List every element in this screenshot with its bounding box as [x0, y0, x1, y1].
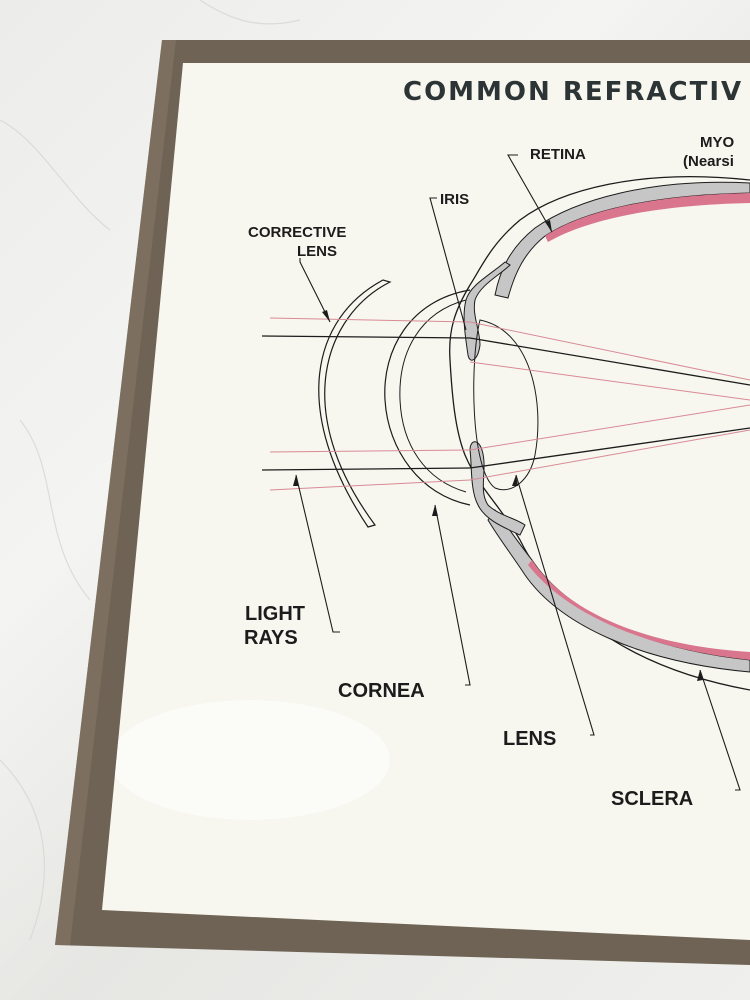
- iris-label: IRIS: [440, 191, 469, 208]
- iris-top: [463, 261, 511, 361]
- corrective-lens: [318, 279, 392, 528]
- lens-label: LENS: [503, 728, 556, 750]
- marble-background: [0, 0, 301, 941]
- chart-title: COMMON REFRACTIV: [403, 77, 743, 107]
- arrowheads: [293, 220, 703, 681]
- retina-label: RETINA: [530, 146, 586, 163]
- light-rays-label: LIGHT: [245, 603, 305, 625]
- corrective-lens-sublabel: LENS: [297, 243, 337, 260]
- frame-highlight: [55, 40, 176, 945]
- light-rays-sublabel: RAYS: [244, 627, 298, 649]
- sclera-label: SCLERA: [611, 788, 693, 810]
- myopia-sublabel: (Nearsi: [683, 153, 734, 170]
- cornea-inner: [399, 299, 467, 493]
- myopia-label: MYO: [700, 134, 735, 151]
- retina-band: [545, 193, 750, 242]
- cornea-label: CORNEA: [338, 680, 425, 702]
- light-rays-pink: [269, 317, 750, 491]
- glare: [110, 700, 390, 820]
- corrective-lens-label: CORRECTIVE: [248, 224, 346, 241]
- leader-lines: [295, 154, 741, 791]
- cornea: [384, 289, 471, 506]
- light-rays-black: [261, 335, 750, 471]
- crystalline-lens: [473, 319, 539, 491]
